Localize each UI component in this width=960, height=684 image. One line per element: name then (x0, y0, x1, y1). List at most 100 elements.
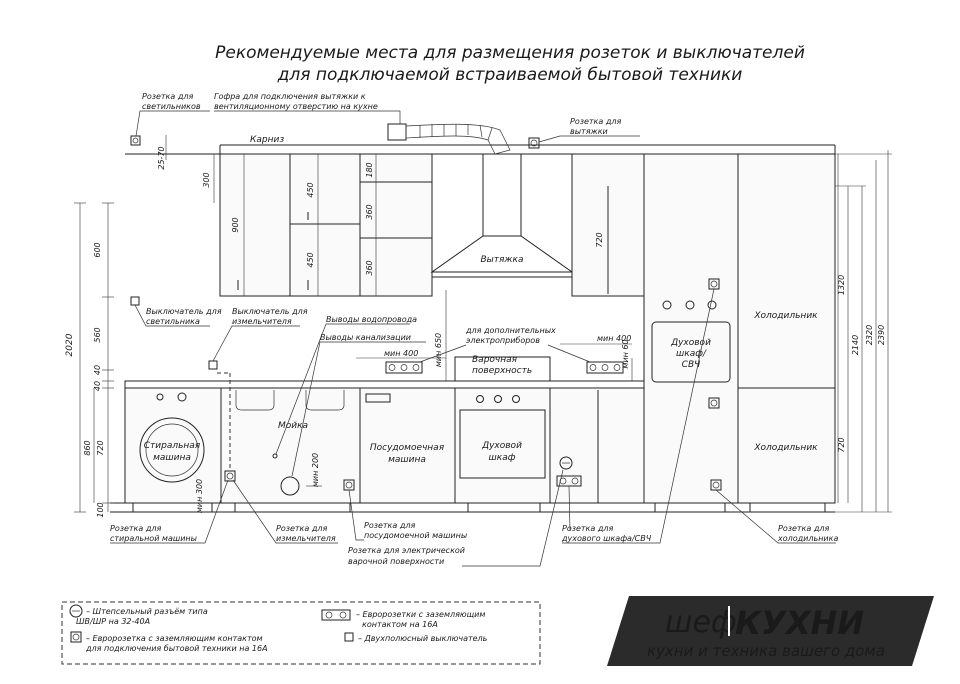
leader (348, 489, 364, 541)
label-switch-grinder-1: Выключатель для (232, 307, 308, 316)
cooktop-label-1: Варочная (472, 355, 518, 365)
oven-knob (685, 300, 695, 310)
legend-plug-icon (69, 604, 83, 618)
upper-cabinet-3 (359, 153, 433, 297)
legend-item3-line2: контактом на 16А (362, 620, 438, 629)
leader (715, 489, 836, 544)
oven-knob (494, 395, 502, 403)
leader (110, 479, 229, 544)
oven-knob (707, 300, 717, 310)
label-sewer-outlets: Выводы канализации (320, 333, 411, 342)
oven-microwave-label-2: шкаф/ (676, 349, 707, 359)
tall-column-oven (643, 153, 739, 504)
hood-base (431, 271, 573, 278)
legend-item1-line1: – Штепсельный разъём типа (86, 607, 208, 616)
dim-900: 900 (231, 217, 240, 232)
label-extra-appliances-2: электроприборов (466, 336, 540, 345)
socket-washer (224, 470, 236, 482)
label-socket-grinder-1: Розетка для (276, 524, 327, 533)
title-line-2: для подключаемой встраиваемой бытовой те… (277, 65, 743, 85)
dim-560: 560 (93, 327, 102, 342)
oven-cabinet (454, 387, 551, 504)
dim-360a: 360 (365, 204, 374, 219)
socket-hood (528, 137, 540, 149)
label-switch-lights-1: Выключатель для (146, 307, 222, 316)
leader (291, 341, 426, 477)
label-socket-lights-2: светильников (142, 102, 201, 111)
dim-1320: 1320 (837, 275, 846, 295)
brand-logo: шеф КУХНИ кухни и техника вашего дома (607, 596, 934, 666)
cooktop-label-2: поверхность (472, 366, 532, 376)
dim-40a: 40 (93, 365, 102, 375)
dim-min400-left: мин 400 (384, 349, 418, 358)
sockets-extra-left (385, 361, 423, 374)
dim-25-70: 25-70 (157, 146, 166, 169)
hood-chimney (482, 153, 522, 237)
label-socket-dishwasher-1: Розетка для (364, 521, 415, 530)
label-water-outlets: Выводы водопровода (326, 315, 417, 324)
leader (134, 304, 210, 327)
label-corrugation-2: вентиляционному отверстию на кухне (214, 102, 378, 111)
tall-column-fridge (737, 153, 836, 504)
oven-knob (662, 300, 672, 310)
lower-cabinet-right (549, 387, 645, 504)
leader (275, 323, 410, 455)
socket-cooktop-plug (559, 456, 573, 470)
dim-2140: 2140 (851, 335, 860, 355)
washer-knob (177, 392, 187, 402)
logo-background (607, 596, 934, 666)
dishwasher-cabinet (359, 387, 456, 504)
dim-100: 100 (96, 502, 105, 517)
cornice-label: Карниз (250, 135, 284, 145)
dim-2020: 2020 (65, 333, 75, 356)
legend-double-socket-icon (321, 609, 351, 621)
washer-knob (156, 393, 164, 401)
label-socket-fridge-2: холодильника (777, 534, 838, 543)
dishwasher-label-2: машина (388, 455, 426, 465)
oven-knob (476, 395, 484, 403)
leader (232, 479, 338, 544)
switch-lights (130, 296, 140, 306)
washer-label-2: машина (153, 453, 191, 463)
dim-300: 300 (202, 172, 211, 187)
upper-cabinet-1 (219, 153, 291, 297)
hood-label: Вытяжка (481, 255, 524, 265)
label-socket-washer-1: Розетка для (110, 524, 161, 533)
dim-360b: 360 (365, 260, 374, 275)
water-outlet (272, 453, 278, 459)
washer-label-1: Стиральная (144, 441, 201, 451)
dim-min400-right: мин 400 (597, 334, 631, 343)
legend-item1-line2: ШВ/ШР на 32-40А (76, 617, 150, 626)
sockets-extra-right (586, 361, 624, 374)
oven-knob (512, 395, 520, 403)
dim-40b: 40 (93, 381, 102, 391)
dim-860: 860 (83, 440, 92, 455)
cooktop (454, 356, 551, 382)
leader (135, 110, 210, 137)
label-socket-grinder-2: измельчителя (276, 534, 336, 543)
logo-part1: шеф (665, 605, 737, 640)
leader (214, 110, 401, 124)
leader (562, 288, 715, 544)
label-socket-dishwasher-2: посудомоечной машины (364, 531, 467, 540)
label-socket-lights-1: Розетка для (142, 92, 193, 101)
dishwasher-panel (365, 393, 391, 403)
label-corrugation-1: Гофра для подключения вытяжки к (214, 92, 366, 101)
sink-cabinet (220, 387, 361, 504)
leader (568, 485, 571, 532)
switch-grinder (208, 360, 218, 370)
label-socket-hood-1: Розетка для (570, 117, 621, 126)
dim-450b: 450 (306, 252, 315, 267)
legend-item2-line2: для подключения бытовой техники на 16А (85, 644, 268, 653)
label-socket-oven-2: духового шкафа/СВЧ (561, 534, 652, 543)
oven-microwave-label-1: Духовой (670, 338, 711, 348)
upper-cabinet-2 (289, 153, 361, 297)
oven-microwave-box (651, 321, 731, 383)
fridge-top-label: Холодильник (753, 311, 818, 321)
washer-drum-inner (145, 423, 199, 477)
dim-min650: мин 650 (434, 333, 443, 367)
oven-label-1: Духовой (481, 441, 522, 451)
sewer-outlet (280, 476, 300, 496)
